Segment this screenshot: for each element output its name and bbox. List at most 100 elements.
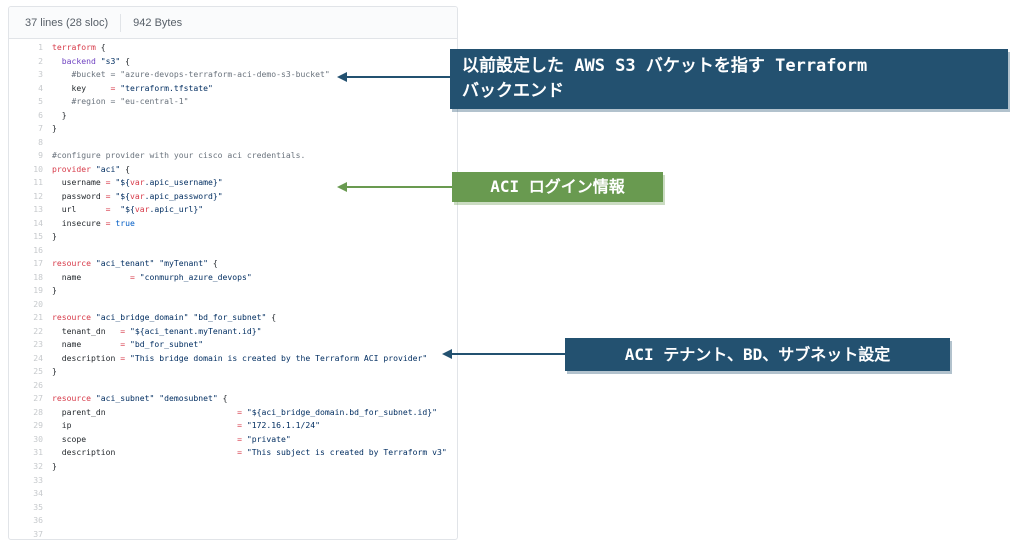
code-line: 7}: [9, 122, 457, 136]
code-line-content: resource "aci_subnet" "demosubnet" {: [52, 393, 228, 404]
line-number[interactable]: 19: [33, 285, 43, 296]
file-lines-info: 37 lines (28 sloc): [25, 16, 109, 29]
code-line-content: description = "This subject is created b…: [52, 447, 447, 458]
code-line: 22 tenant_dn = "${aci_tenant.myTenant.id…: [9, 325, 457, 339]
annotation-arrow-left-icon: [337, 72, 450, 82]
line-number[interactable]: 33: [33, 474, 43, 485]
code-line: 24 description = "This bridge domain is …: [9, 352, 457, 366]
header-divider: [120, 13, 122, 32]
code-line-content: #bucket = "azure-devops-terraform-aci-de…: [71, 69, 330, 80]
code-line: 4 key = "terraform.tfstate": [9, 82, 457, 96]
line-number[interactable]: 22: [33, 325, 43, 336]
code-line-content: password = "${var.apic_password}": [52, 190, 223, 201]
code-line-content: tenant_dn = "${aci_tenant.myTenant.id}": [52, 325, 262, 336]
code-line-content: name = "conmurph_azure_devops": [52, 271, 252, 282]
annotation-label-terraform-backend: 以前設定した AWS S3 バケットを指す Terraform バックエンド: [450, 49, 1008, 109]
file-size-info: 942 Bytes: [133, 16, 183, 29]
code-line-content: ip = "172.16.1.1/24": [52, 420, 321, 431]
annotation-label-aci-login: ACI ログイン情報: [452, 172, 663, 202]
code-line-content: parent_dn = "${aci_bridge_domain.bd_for_…: [52, 406, 437, 417]
line-number[interactable]: 25: [33, 366, 43, 377]
code-line-content: }: [52, 366, 57, 377]
line-number[interactable]: 28: [33, 406, 43, 417]
line-number[interactable]: 6: [38, 109, 43, 120]
line-number[interactable]: 23: [33, 339, 43, 350]
line-number[interactable]: 18: [33, 271, 43, 282]
line-number[interactable]: 31: [33, 447, 43, 458]
code-line: 34: [9, 487, 457, 501]
code-line-content: key = "terraform.tfstate": [52, 82, 213, 93]
line-number[interactable]: 30: [33, 433, 43, 444]
code-line: 27 resource "aci_subnet" "demosubnet" {: [9, 392, 457, 406]
line-number[interactable]: 11: [33, 177, 43, 188]
line-number[interactable]: 21: [33, 312, 43, 323]
line-number[interactable]: 3: [38, 69, 43, 80]
line-number[interactable]: 2: [38, 55, 43, 66]
code-line: 31 description = "This subject is create…: [9, 446, 457, 460]
code-line-content: }: [52, 460, 57, 471]
code-line: 5 #region = "eu-central-1": [9, 95, 457, 109]
code-line: 9 #configure provider with your cisco aci…: [9, 149, 457, 163]
code-line: 12 password = "${var.apic_password}": [9, 190, 457, 204]
code-line: 3 #bucket = "azure-devops-terraform-aci-…: [9, 68, 457, 82]
line-number[interactable]: 13: [33, 204, 43, 215]
code-line-content: username = "${var.apic_username}": [52, 177, 223, 188]
code-line: 17 resource "aci_tenant" "myTenant" {: [9, 257, 457, 271]
line-number[interactable]: 36: [33, 515, 43, 526]
code-line-content: }: [52, 231, 57, 242]
line-number[interactable]: 24: [33, 352, 43, 363]
code-line: 6 }: [9, 109, 457, 123]
code-line: 21 resource "aci_bridge_domain" "bd_for_s…: [9, 311, 457, 325]
line-number[interactable]: 14: [33, 217, 43, 228]
line-number[interactable]: 5: [38, 96, 43, 107]
code-line-content: #configure provider with your cisco aci …: [52, 150, 306, 161]
code-line-content: provider "aci" {: [52, 163, 130, 174]
code-line-content: description = "This bridge domain is cre…: [52, 352, 428, 363]
code-line-content: resource "aci_bridge_domain" "bd_for_sub…: [52, 312, 277, 323]
code-line-content: }: [52, 123, 57, 134]
line-number[interactable]: 32: [33, 460, 43, 471]
code-line: 20: [9, 298, 457, 312]
annotation-arrow-left-icon: [442, 349, 565, 359]
line-number[interactable]: 8: [38, 136, 43, 147]
code-line: 2 backend "s3" {: [9, 55, 457, 69]
line-number[interactable]: 34: [33, 488, 43, 499]
code-line: 14 insecure = true: [9, 217, 457, 231]
line-number[interactable]: 27: [33, 393, 43, 404]
line-number[interactable]: 9: [38, 150, 43, 161]
code-line: 26: [9, 379, 457, 393]
code-line: 32}: [9, 460, 457, 474]
code-line: 18 name = "conmurph_azure_devops": [9, 271, 457, 285]
code-line: 19}: [9, 284, 457, 298]
line-number[interactable]: 10: [33, 163, 43, 174]
code-line: 37: [9, 528, 457, 542]
line-number[interactable]: 15: [33, 231, 43, 242]
code-line-content: }: [52, 109, 67, 120]
code-line: 10 provider "aci" {: [9, 163, 457, 177]
line-number[interactable]: 37: [33, 528, 43, 539]
line-number[interactable]: 12: [33, 190, 43, 201]
code-line: 23 name = "bd_for_subnet": [9, 338, 457, 352]
line-number[interactable]: 17: [33, 258, 43, 269]
line-number[interactable]: 26: [33, 379, 43, 390]
line-number[interactable]: 16: [33, 244, 43, 255]
code-line: 11 username = "${var.apic_username}": [9, 176, 457, 190]
code-line-content: }: [52, 285, 57, 296]
code-line: 36: [9, 514, 457, 528]
code-line: 33: [9, 474, 457, 488]
code-line: 8: [9, 136, 457, 150]
code-line-content: resource "aci_tenant" "myTenant" {: [52, 258, 218, 269]
file-meta-bar: 37 lines (28 sloc) 942 Bytes: [9, 7, 457, 39]
line-number[interactable]: 7: [38, 123, 43, 134]
code-line: 29 ip = "172.16.1.1/24": [9, 419, 457, 433]
line-number[interactable]: 1: [38, 42, 43, 52]
line-number[interactable]: 20: [33, 298, 43, 309]
code-line: 16: [9, 244, 457, 258]
code-line-content: url = "${var.apic_url}": [52, 204, 204, 215]
line-number[interactable]: 29: [33, 420, 43, 431]
code-line-content: insecure = true: [52, 217, 135, 228]
line-number[interactable]: 4: [38, 82, 43, 93]
line-number[interactable]: 35: [33, 501, 43, 512]
